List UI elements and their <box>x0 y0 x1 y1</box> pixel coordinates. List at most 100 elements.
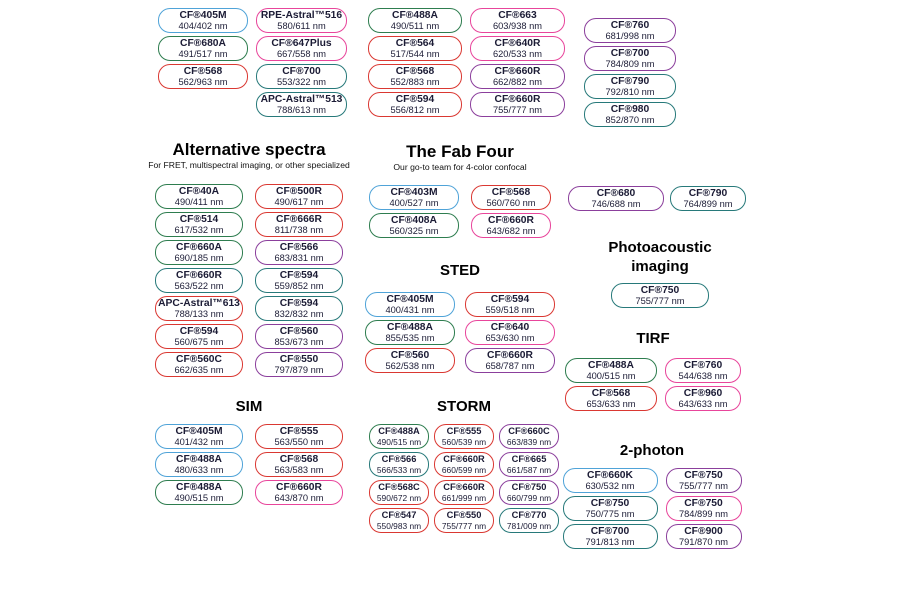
dye-wavelengths: 491/517 nm <box>178 49 228 59</box>
dye-name: CF®594 <box>279 270 319 281</box>
dye-name: CF®547 <box>381 510 417 520</box>
section-subtitle: For FRET, multispectral imaging, or othe… <box>148 160 350 170</box>
dye-name: CF®750 <box>590 498 630 509</box>
dye-wavelengths: 617/532 nm <box>174 225 224 235</box>
dye-wavelengths: 653/633 nm <box>586 399 636 409</box>
dye-wavelengths: 550/983 nm <box>376 521 422 531</box>
dye-name: CF®660R <box>488 215 534 226</box>
dye-name: CF®594 <box>179 326 219 337</box>
dye-name: CF®488A <box>176 454 222 465</box>
dye-wavelengths: 480/633 nm <box>174 465 224 475</box>
dye-wavelengths: 832/832 nm <box>274 309 324 319</box>
dye-name: CF®960 <box>683 388 723 399</box>
dye-name: CF®700 <box>282 66 321 77</box>
dye-name: CF®403M <box>390 187 438 198</box>
dye-name: CF®660R <box>176 270 222 281</box>
dye-name: CF®560 <box>279 326 319 337</box>
dye-name: RPE-Astral™516 <box>260 10 343 21</box>
dye-name: CF®660A <box>176 242 222 253</box>
dye-name: CF®900 <box>684 526 723 537</box>
dye-name: CF®566 <box>381 454 417 464</box>
dye-name: CF®660K <box>587 470 633 481</box>
dye-name: CF®488A <box>588 360 634 371</box>
dye-name: CF®750 <box>640 285 680 296</box>
dye-wavelengths: 662/635 nm <box>174 365 224 375</box>
section-title: STED <box>439 262 480 279</box>
dye-name: CF®660R <box>494 66 541 77</box>
dye-name: CF®665 <box>511 454 547 464</box>
dye-name: CF®700 <box>610 48 650 59</box>
dye-wavelengths: 400/431 nm <box>385 305 435 315</box>
dye-wavelengths: 750/775 nm <box>585 509 635 519</box>
dye-wavelengths: 544/638 nm <box>678 371 728 381</box>
dye-wavelengths: 490/617 nm <box>274 197 324 207</box>
dye-wavelengths: 404/402 nm <box>178 21 228 31</box>
dye-name: CF®660R <box>443 454 485 464</box>
dye-name: CF®488A <box>387 322 433 333</box>
dye-name: CF®640R <box>494 38 541 49</box>
dye-wavelengths: 553/322 nm <box>276 77 327 87</box>
dye-wavelengths: 811/738 nm <box>274 225 324 235</box>
dye-wavelengths: 683/831 nm <box>274 253 324 263</box>
dye-name: CF®550 <box>279 354 319 365</box>
dye-wavelengths: 400/515 nm <box>586 371 636 381</box>
dye-name: CF®500R <box>276 186 322 197</box>
dye-name: CF®770 <box>511 510 547 520</box>
dye-wavelengths: 559/518 nm <box>485 305 535 315</box>
dye-wavelengths: 556/812 nm <box>390 105 440 115</box>
section-subtitle: Our go-to team for 4-color confocal <box>393 162 527 172</box>
dye-name: CF®568 <box>395 66 435 77</box>
dye-wavelengths: 643/870 nm <box>274 493 324 503</box>
section-title: TIRF <box>636 330 670 347</box>
dye-wavelengths: 797/879 nm <box>274 365 324 375</box>
dye-name: CF®566 <box>279 242 319 253</box>
dye-name: CF®700 <box>590 526 630 537</box>
dye-wavelengths: 580/611 nm <box>277 21 326 31</box>
dye-name: CF®594 <box>279 298 319 309</box>
dye-name: CF®568 <box>279 454 319 465</box>
section-title: Alternative spectra <box>172 140 326 159</box>
section-title: 2-photon <box>619 442 685 459</box>
dye-name: CF®663 <box>498 10 537 21</box>
dye-name: CF®660R <box>443 482 485 492</box>
dye-wavelengths: 563/583 nm <box>274 465 324 475</box>
dye-wavelengths: 663/839 nm <box>506 437 552 447</box>
